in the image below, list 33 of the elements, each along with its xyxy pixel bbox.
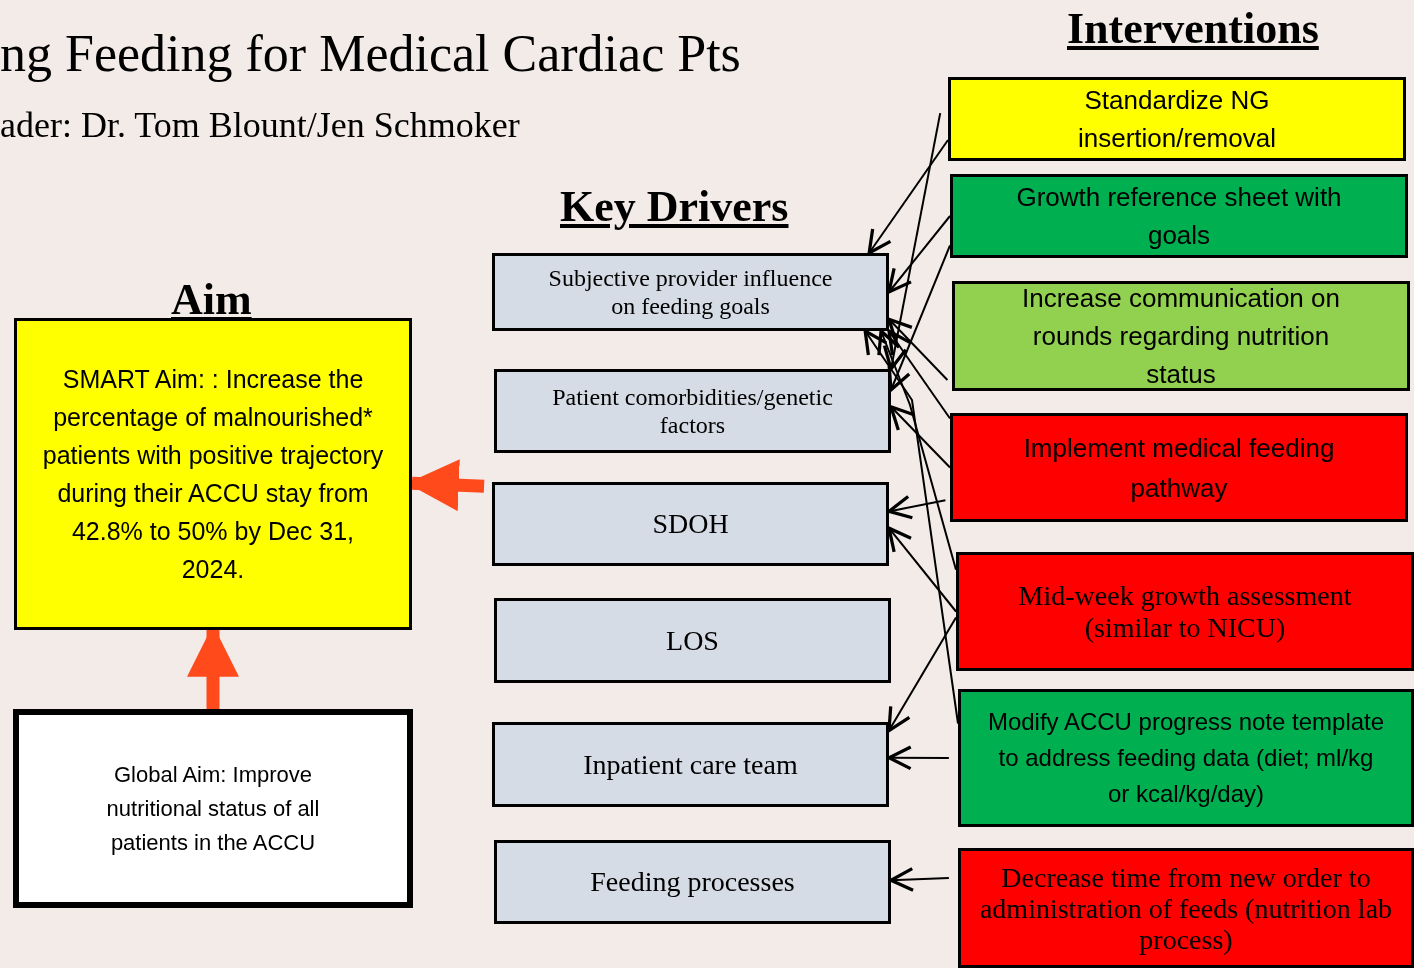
arrow (887, 215, 951, 294)
driver-box: Feeding processes (494, 840, 891, 924)
section-heading: Interventions (1067, 3, 1319, 55)
driver-box: SDOH (492, 482, 889, 566)
intervention-box: Implement medical feeding pathway (950, 413, 1408, 522)
aim-box: SMART Aim: : Increase the percentage of malnourished* patients with positive trajectory during their ACCU stay from 42.8% to 50% by Dec 31, 2024. (14, 318, 412, 630)
arrow (877, 329, 957, 571)
subtitle: ader: Dr. Tom Blount/Jen Schmoker (0, 104, 520, 147)
arrow (887, 745, 950, 771)
arrow (882, 112, 942, 371)
section-heading: Key Drivers (560, 181, 789, 233)
driver-box: Patient comorbidities/genetic factors (494, 369, 891, 453)
intervention-box: Modify ACCU progress note template to address feeding data (diet; ml/kg or kcal/kg/day) (958, 689, 1414, 827)
global-aim-box: Global Aim: Improve nutritional status of all patients in the ACCU (13, 709, 413, 908)
arrow (887, 317, 949, 381)
arrow (867, 139, 949, 255)
arrow (887, 494, 947, 520)
intervention-box: Increase communication on rounds regarding nutrition status (952, 281, 1410, 391)
intervention-box: Mid-week growth assessment (similar to NICU) (956, 552, 1414, 671)
driver-box: Inpatient care team (492, 722, 889, 807)
arrow (887, 244, 951, 392)
intervention-box: Growth reference sheet with goals (950, 174, 1408, 258)
intervention-box: Decrease time from new order to administration of feeds (nutrition lab process) (958, 848, 1414, 968)
arrow (889, 405, 951, 469)
intervention-box: Standardize NG insertion/removal (948, 77, 1406, 161)
driver-box: LOS (494, 598, 891, 683)
arrow (887, 616, 957, 733)
title: ng Feeding for Medical Cardiac Pts (0, 24, 741, 84)
driver-box: Subjective provider influence on feeding goals (492, 253, 889, 331)
arrow (889, 867, 950, 892)
arrow (887, 526, 957, 613)
arrow (863, 329, 959, 725)
arrow (887, 329, 951, 420)
